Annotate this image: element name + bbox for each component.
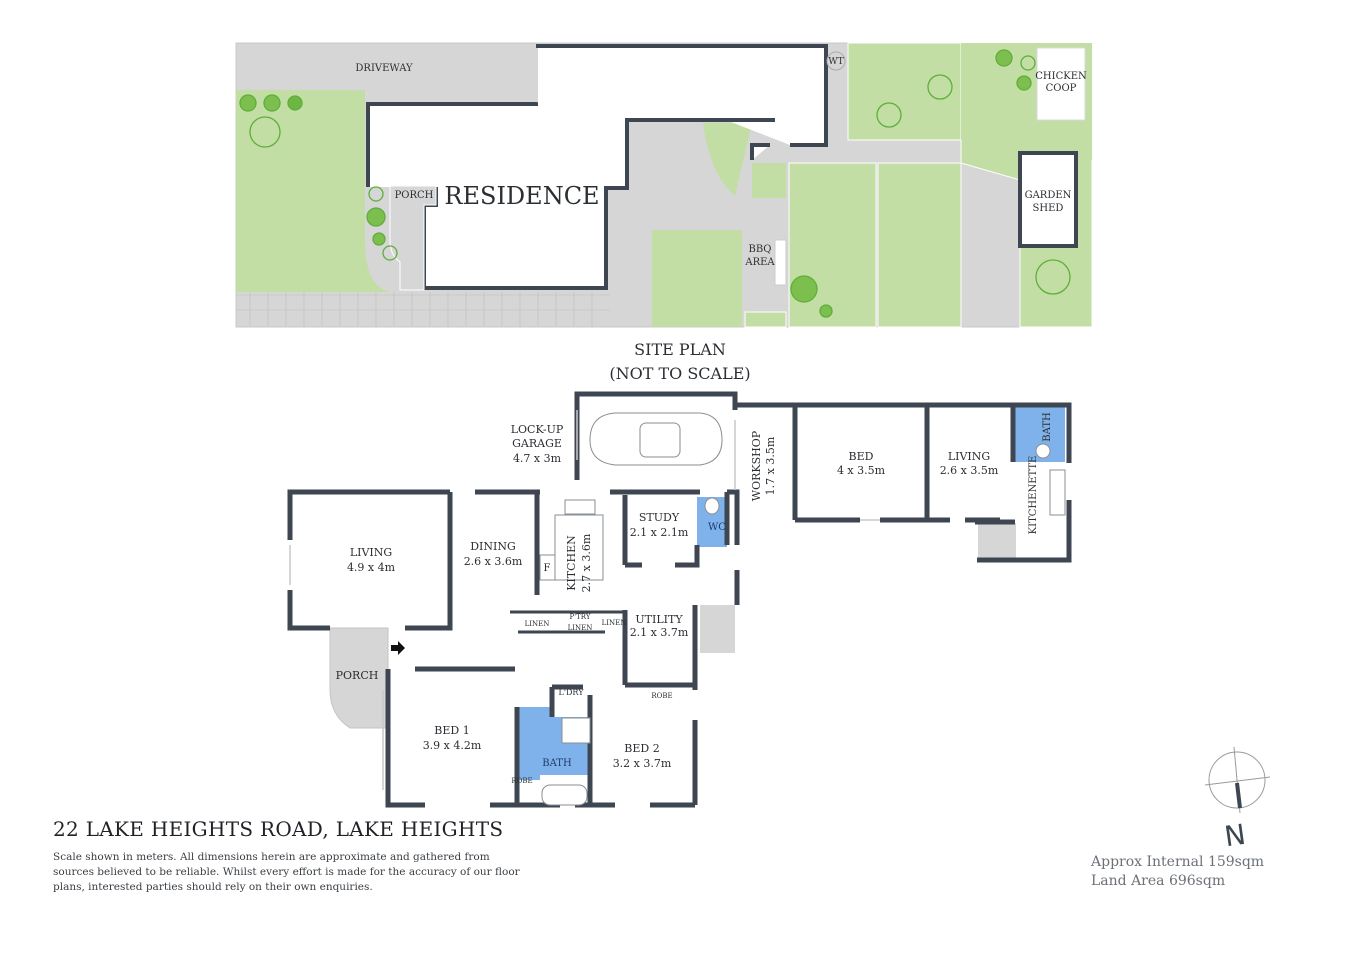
- middle-lawn: [652, 230, 742, 327]
- room-labels: LOCK-UP GARAGE 4.7 x 3m WORKSHOP 1.7 x 3…: [336, 412, 1053, 785]
- compass-north-label: N: [1222, 818, 1247, 850]
- car-icon: [589, 412, 723, 466]
- study-name: STUDY: [639, 511, 680, 524]
- chicken-coop-label-2: COOP: [1046, 83, 1077, 94]
- compass: N: [1204, 746, 1271, 850]
- site-plan: DRIVEWAY PORCH RESIDENCE WT BBQ AREA CHI…: [235, 42, 1093, 328]
- bbq-label-1: BBQ: [749, 244, 772, 255]
- garden-shed-label-1: GARDEN: [1025, 190, 1072, 201]
- chicken-coop-label-1: CHICKEN: [1035, 71, 1087, 82]
- stairs-rear: [978, 523, 1016, 558]
- living2-dim: 2.6 x 3.5m: [940, 464, 999, 477]
- utility-dim: 2.1 x 3.7m: [630, 626, 689, 639]
- site-plan-title-line2: (NOT TO SCALE): [609, 364, 751, 383]
- stairs-utility: [700, 605, 735, 653]
- garage-name-2: GARAGE: [512, 437, 562, 450]
- bed1-dim: 3.9 x 4.2m: [423, 739, 482, 752]
- area-summary: Approx Internal 159sqm Land Area 696sqm: [1091, 853, 1264, 891]
- chicken-coop: [1036, 47, 1086, 121]
- lawn-strip: [752, 163, 786, 198]
- driveway-label: DRIVEWAY: [355, 63, 413, 74]
- kitchen-dim: 2.7 x 3.6m: [580, 533, 593, 592]
- property-address: 22 LAKE HEIGHTS ROAD, LAKE HEIGHTS: [53, 817, 504, 841]
- fridge-label: F: [544, 563, 551, 574]
- porch-tiles: [329, 627, 389, 729]
- porch-area: [389, 185, 437, 291]
- bed2-name: BED 2: [624, 742, 659, 755]
- water-tank-label: WT: [828, 57, 843, 67]
- paved-path: [236, 292, 610, 327]
- bath-name: BATH: [542, 758, 572, 769]
- living2-name: LIVING: [948, 450, 990, 463]
- bed-name: BED: [849, 450, 874, 463]
- fixtures: [539, 443, 1066, 806]
- study-dim: 2.1 x 2.1m: [630, 526, 689, 539]
- pantry-label: P'TRY: [570, 613, 591, 621]
- thin-walls: [510, 610, 625, 634]
- dining-name: DINING: [470, 540, 516, 553]
- site-plan-title-line1: SITE PLAN: [634, 340, 726, 359]
- garage-name-1: LOCK-UP: [511, 423, 564, 436]
- bath2-name: BATH: [1042, 412, 1053, 442]
- bbq-counter: [774, 239, 787, 286]
- robe1-label: ROBE: [511, 777, 532, 785]
- back-lawn-2: [877, 162, 962, 328]
- porch-label: PORCH: [395, 190, 434, 201]
- internal-area: Approx Internal 159sqm: [1091, 854, 1265, 870]
- top-lawn: [847, 42, 962, 141]
- walls: [287, 391, 1072, 808]
- compass-ring-icon: [1208, 751, 1266, 809]
- laundry-label: L'DRY: [559, 688, 585, 697]
- bbq-lawn-strip: [744, 311, 787, 328]
- bed2-dim: 3.2 x 3.7m: [613, 757, 672, 770]
- floor-plan: LOCK-UP GARAGE 4.7 x 3m WORKSHOP 1.7 x 3…: [287, 391, 1072, 808]
- disclaimer-text: Scale shown in meters. All dimensions he…: [53, 851, 520, 893]
- living-dim: 4.9 x 4m: [347, 561, 396, 574]
- wc-name: WC: [708, 522, 726, 533]
- residence-label: RESIDENCE: [444, 182, 599, 210]
- garden-shed-label-2: SHED: [1033, 203, 1064, 214]
- north-needle-icon: [1235, 782, 1242, 809]
- land-area: Land Area 696sqm: [1091, 873, 1226, 889]
- bed1-name: BED 1: [434, 724, 469, 737]
- bbq-label-2: AREA: [744, 257, 775, 268]
- entry-arrow-icon: [391, 641, 405, 655]
- linen2-label: LINEN: [568, 624, 593, 632]
- bed-dim: 4 x 3.5m: [837, 464, 886, 477]
- windows: [289, 410, 880, 790]
- front-lawn: [236, 90, 395, 292]
- living-name: LIVING: [350, 546, 392, 559]
- robe2-label: ROBE: [651, 692, 672, 700]
- residence-fill: [370, 48, 824, 286]
- linen3-label: LINEN: [602, 619, 627, 627]
- water-tank: [826, 51, 846, 71]
- linen1-label: LINEN: [525, 620, 550, 628]
- garage-dim: 4.7 x 3m: [513, 452, 562, 465]
- kitchenette-name: KITCHENETTE: [1028, 456, 1039, 535]
- site-plan-title: SITE PLAN (NOT TO SCALE): [560, 338, 800, 386]
- dining-dim: 2.6 x 3.6m: [464, 555, 523, 568]
- utility-name: UTILITY: [635, 613, 683, 626]
- trees: [239, 49, 1071, 318]
- workshop-dim: 1.7 x 3.5m: [764, 436, 777, 495]
- side-lawn-arc: [703, 123, 752, 196]
- kitchen-name: KITCHEN: [565, 535, 578, 591]
- porch-name: PORCH: [336, 669, 379, 682]
- garden-shed: [1018, 151, 1078, 248]
- workshop-name: WORKSHOP: [750, 430, 763, 501]
